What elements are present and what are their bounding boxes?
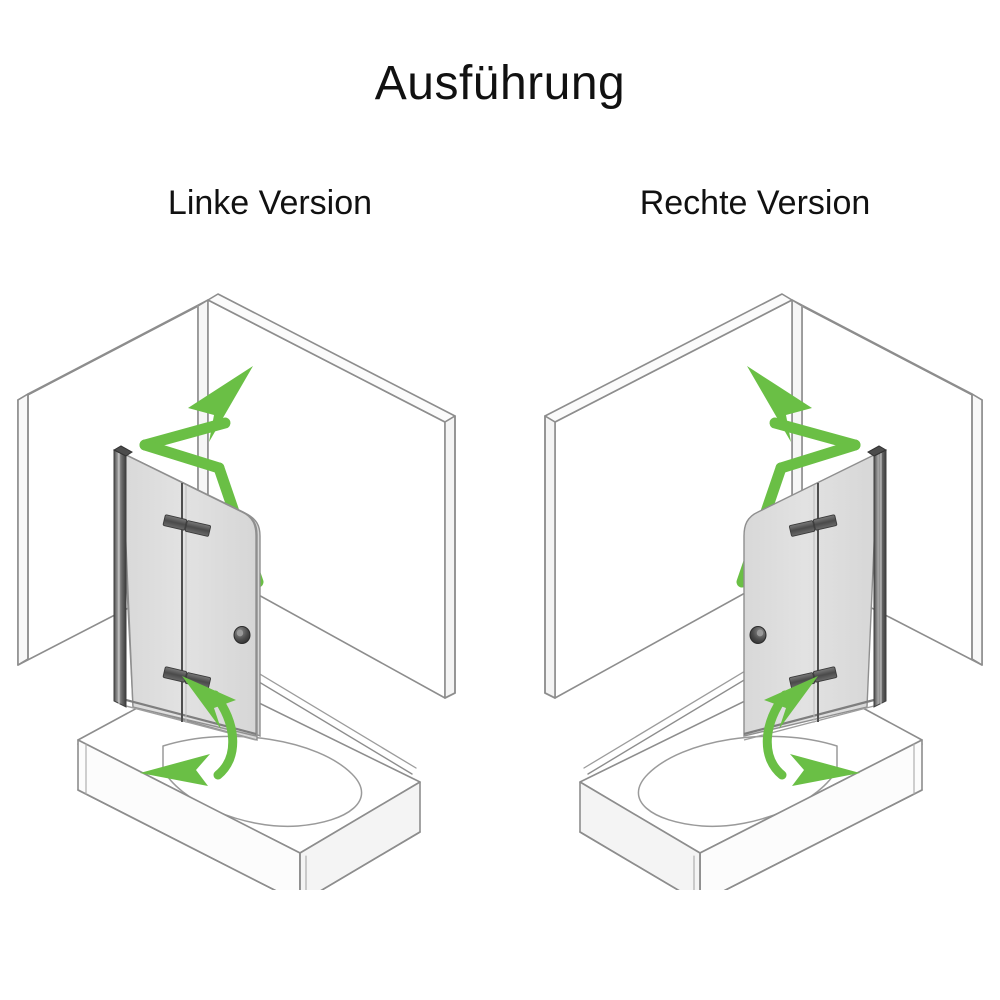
swing-direction-arrow-icon	[140, 676, 238, 786]
glass-panels	[121, 451, 257, 737]
diagram-linke-version	[0, 270, 500, 890]
side-wall	[544, 293, 803, 699]
upper-hinge	[789, 514, 838, 537]
wall-mounting-profile	[867, 445, 888, 708]
diagram-rechte-version	[500, 270, 1000, 890]
page-title: Ausführung	[374, 57, 626, 110]
bathtub	[77, 673, 421, 890]
wall-mounting-profile	[112, 445, 133, 708]
door-knob-icon	[749, 626, 767, 644]
upper-hinge	[162, 514, 211, 537]
folding-glass-screen	[112, 445, 261, 741]
glass-panels	[743, 451, 879, 737]
variant-label-left: Linke Version	[167, 184, 373, 222]
bathtub	[579, 673, 923, 890]
swing-direction-arrow-icon	[762, 676, 860, 786]
door-knob-icon	[233, 626, 251, 644]
side-wall	[197, 293, 456, 699]
variant-label-right: Rechte Version	[639, 184, 871, 222]
